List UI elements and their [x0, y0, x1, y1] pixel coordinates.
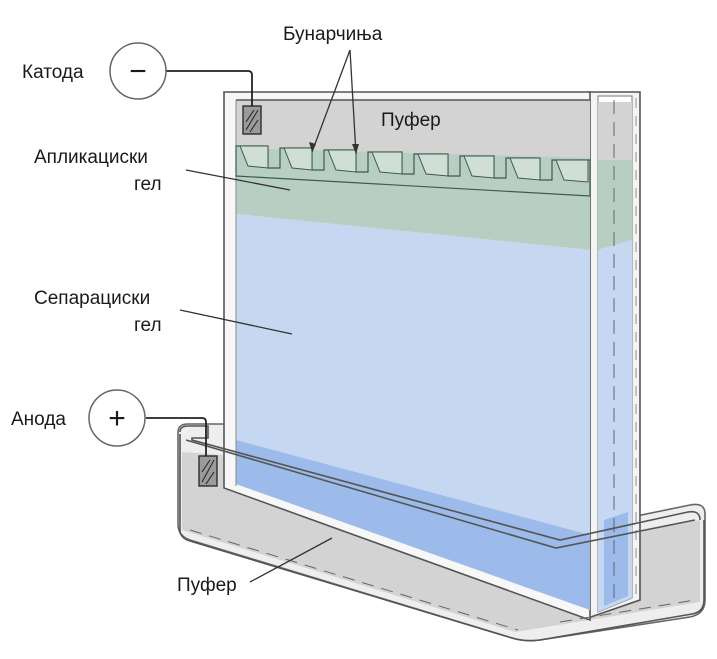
separating-gel-label-line2: гел	[134, 315, 162, 336]
anode-wire	[146, 417, 207, 456]
cathode-sign: −	[129, 55, 147, 88]
sample-wells	[235, 145, 591, 197]
wells-arrowhead-left	[309, 142, 316, 152]
anode-electrode	[198, 455, 218, 487]
glass-plate-side	[587, 91, 641, 620]
cathode-electrode	[242, 105, 262, 135]
cathode-label: Катода	[22, 62, 84, 83]
separating-gel-label-line1: Сепарациски	[34, 288, 150, 309]
lower-buffer-label: Пуфер	[177, 575, 237, 596]
anode-terminal: +	[88, 389, 146, 447]
separating-gel-bottom-band	[236, 440, 590, 610]
lower-buffer-leader	[249, 537, 333, 583]
cathode-terminal: −	[109, 42, 167, 100]
anode-label: Анода	[11, 409, 66, 430]
upper-buffer-label: Пуфер	[381, 110, 441, 131]
stacking-gel-leader	[185, 169, 291, 191]
upper-buffer-region	[236, 100, 590, 160]
wells-leader-right	[349, 49, 357, 155]
wells-leader-left	[311, 49, 351, 153]
separating-gel-leader	[179, 309, 293, 335]
gel-cassette-front	[223, 91, 591, 622]
wells-arrowhead-right	[352, 144, 359, 154]
wells-label: Бунарчиња	[283, 24, 383, 45]
cathode-wire	[166, 70, 253, 106]
anode-sign: +	[108, 402, 126, 435]
stacking-gel-label-line1: Апликациски	[34, 147, 148, 168]
stacking-gel-label-line2: гел	[134, 174, 162, 195]
lower-buffer-tank-rim	[179, 425, 705, 642]
